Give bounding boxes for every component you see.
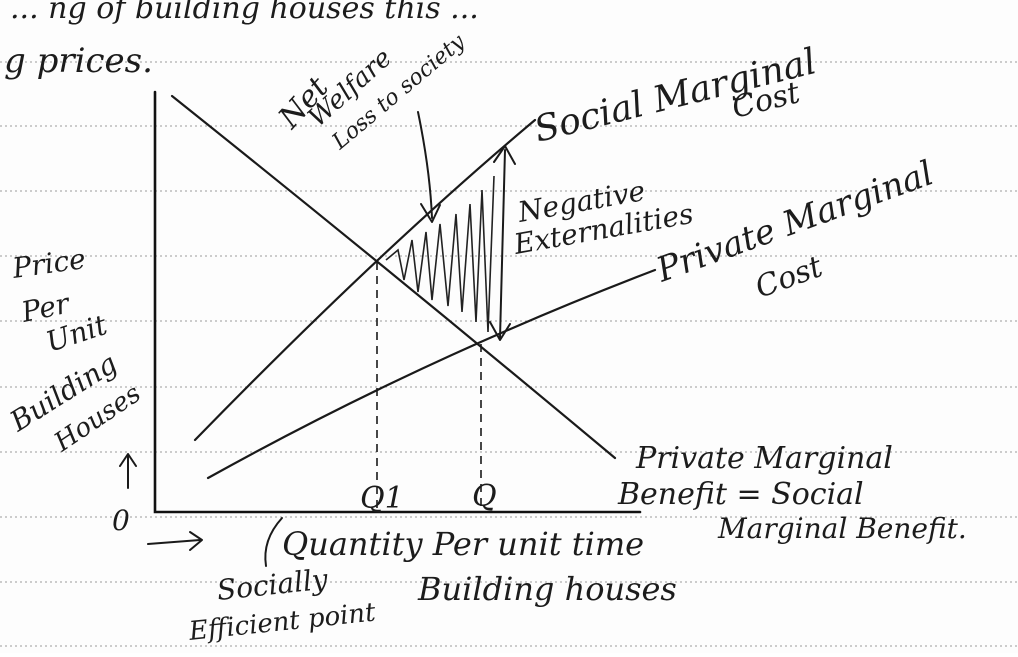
- svg-text:Quantity Per unit time: Quantity Per unit time: [282, 525, 644, 563]
- social-marginal-cost-curve: [193, 118, 537, 442]
- svg-text:Efficient point: Efficient point: [187, 597, 378, 647]
- y-label-arrow: [119, 453, 137, 489]
- benefit-curve: [170, 94, 617, 460]
- svg-text:Marginal Benefit.: Marginal Benefit.: [717, 512, 967, 545]
- origin-label: 0: [112, 504, 130, 537]
- svg-text:Price: Price: [9, 242, 87, 285]
- private-marginal-cost-curve: [206, 268, 657, 480]
- quantity-bracket: [264, 517, 283, 567]
- svg-text:Cost: Cost: [751, 249, 828, 306]
- q-label: Q: [472, 479, 497, 514]
- benefit-label: Private Marginal Benefit = Social Margin…: [617, 441, 967, 545]
- welfare-loss-hatching: [385, 175, 495, 333]
- svg-text:Private Marginal: Private Marginal: [635, 441, 893, 476]
- axes: [153, 90, 642, 514]
- header-fragment-line1: ... ng of building houses this ...: [10, 0, 479, 26]
- smc-label: Social Marginal Cost: [530, 41, 820, 151]
- header-fragment-line2: g prices.: [4, 41, 153, 81]
- svg-text:Building houses: Building houses: [417, 570, 677, 608]
- x-axis-label: Quantity Per unit time Building houses: [282, 525, 677, 608]
- efficient-point-label: Socially Efficient point: [187, 562, 378, 647]
- origin-arrow: [147, 531, 203, 551]
- welfare-pointer-arrow: [417, 111, 433, 219]
- y-axis-label: Price Per Unit Building Houses: [3, 242, 146, 458]
- svg-text:Benefit = Social: Benefit = Social: [617, 477, 864, 512]
- q1-label: Q1: [360, 481, 404, 516]
- externality-double-arrow: [489, 145, 516, 341]
- svg-text:Socially: Socially: [215, 562, 330, 607]
- welfare-loss-label: Net Welfare Loss to society: [271, 29, 470, 155]
